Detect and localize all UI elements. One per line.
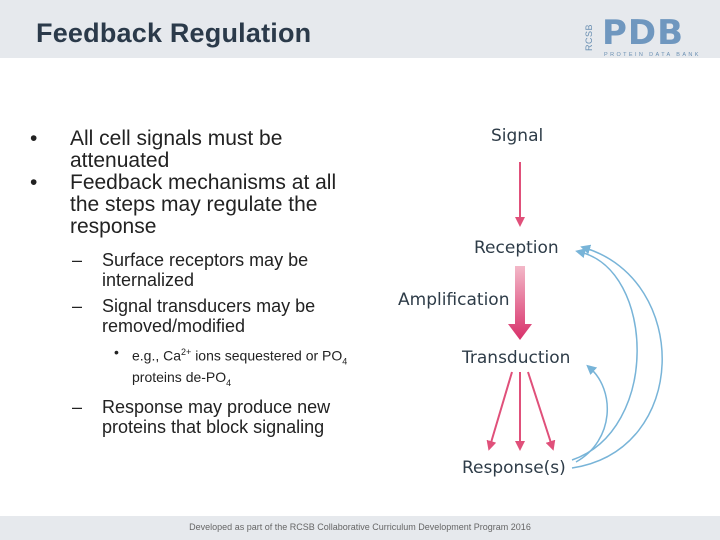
bullet-item: • Feedback mechanisms at all the steps m… — [26, 172, 366, 238]
logo-pdb-text: PDB — [602, 13, 685, 53]
pdb-logo: RCSB PDB PROTEIN DATA BANK — [584, 16, 708, 58]
feedback-arrow-outer — [571, 244, 663, 469]
sub-bullet-item: – Signal transducers may be removed/modi… — [26, 296, 366, 336]
header-bar: Feedback Regulation RCSB PDB PROTEIN DAT… — [0, 0, 720, 58]
bullet-item: • All cell signals must be attenuated — [26, 128, 366, 172]
bullet-text: Feedback mechanisms at all the steps may… — [70, 171, 337, 238]
example-pre: e.g., Ca — [132, 347, 182, 364]
bullet-list: • All cell signals must be attenuated • … — [26, 128, 366, 438]
feedback-arrow-short — [575, 364, 608, 463]
response-arrow-left — [486, 371, 513, 451]
sub-bullet-text: Signal transducers may be removed/modifi… — [102, 296, 316, 336]
footer-bar: Developed as part of the RCSB Collaborat… — [0, 516, 720, 540]
sub-bullet-item: – Surface receptors may be internalized — [26, 250, 366, 290]
sub-bullet-dash: – — [72, 397, 83, 418]
sub-bullet-text: Surface receptors may be internalized — [102, 250, 309, 290]
diagram-arrows — [486, 162, 663, 469]
label-amplification: Amplification — [398, 290, 510, 310]
label-response: Response(s) — [462, 458, 566, 478]
logo-subtitle: PROTEIN DATA BANK — [604, 52, 701, 58]
bullet-dot: • — [30, 171, 38, 194]
footer-text: Developed as part of the RCSB Collaborat… — [189, 522, 531, 532]
label-reception: Reception — [474, 238, 559, 258]
label-transduction: Transduction — [462, 348, 571, 368]
slide-title: Feedback Regulation — [36, 18, 312, 48]
signaling-diagram: Signal Reception Amplification Transduct… — [390, 120, 710, 500]
label-signal: Signal — [491, 126, 544, 146]
bullet-dot: • — [114, 344, 119, 360]
bullet-text: All cell signals must be attenuated — [70, 127, 283, 172]
feedback-arrow-inner — [571, 248, 638, 461]
bullet-dot: • — [30, 127, 38, 150]
example-mid: ions sequestered or PO — [195, 347, 343, 364]
sub-bullet-item: – Response may produce new proteins that… — [26, 397, 366, 437]
sub-sub-bullet-item: • e.g., Ca2+ ions sequestered or PO4 pro… — [26, 344, 366, 391]
response-arrow-right — [527, 371, 556, 451]
sub-bullet-text: Response may produce new proteins that b… — [102, 397, 331, 438]
sub-bullet-dash: – — [72, 250, 83, 270]
sub-bullet-dash: – — [72, 296, 83, 316]
example-sub1: 4 — [342, 356, 348, 367]
example-sub2: 4 — [226, 378, 232, 389]
logo-rcsb-text: RCSB — [584, 23, 594, 51]
amplification-arrow — [508, 266, 532, 340]
example-sup: 2+ — [181, 347, 192, 357]
example-post: proteins de-PO — [132, 369, 227, 386]
